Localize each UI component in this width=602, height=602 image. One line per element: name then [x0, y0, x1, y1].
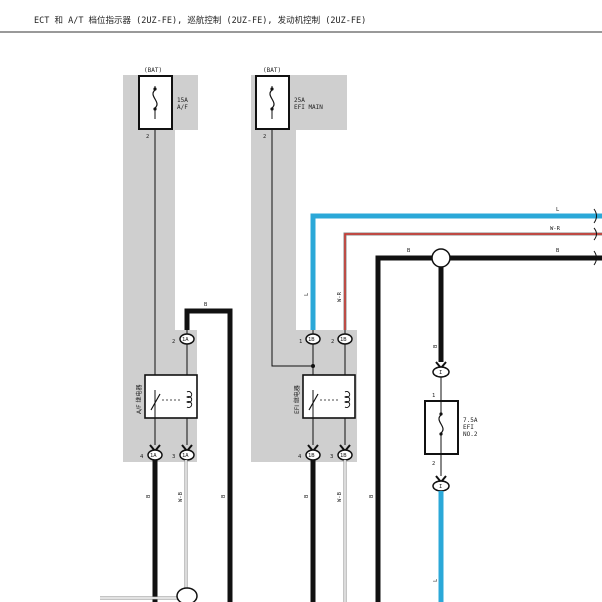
svg-text:2: 2 [432, 461, 435, 467]
wire-break-l [593, 208, 597, 224]
svg-text:1B: 1B [340, 337, 347, 343]
svg-text:L: L [433, 578, 439, 582]
svg-text:4: 4 [298, 454, 302, 460]
svg-text:3: 3 [172, 454, 175, 460]
svg-text:B: B [433, 344, 439, 348]
svg-text:I: I [439, 484, 442, 490]
efi-relay-label: EFI 继电器 [293, 385, 301, 414]
af-fuse-rating: 15A [177, 97, 188, 104]
svg-text:1A: 1A [182, 337, 189, 343]
svg-text:1A: 1A [182, 453, 189, 459]
svg-text:B: B [369, 494, 375, 498]
af-fuse-box [138, 75, 173, 130]
efi-junction-shade [251, 75, 357, 462]
efi-no2-fuse-name2: NO.2 [463, 431, 478, 438]
af-junction-shade [123, 75, 198, 462]
svg-text:1: 1 [299, 339, 302, 345]
bottom-splice [176, 587, 198, 602]
svg-text:4: 4 [140, 454, 144, 460]
svg-text:B: B [407, 248, 411, 254]
efi-main-fuse-rating: 25A [294, 97, 305, 104]
trunk-splice [431, 248, 451, 268]
af-relay-switch-icon [150, 393, 161, 411]
efi-relay-switch-icon [308, 393, 319, 411]
efi-relay-connector-pin1 [305, 333, 321, 345]
svg-text:1B: 1B [308, 337, 315, 343]
af-fuse-pin: 2 [146, 134, 149, 140]
efi-relay-connector-pin2 [337, 333, 353, 345]
wire-break-b [593, 250, 597, 266]
page-title: ECT 和 A/T 档位指示器 (2UZ-FE), 巡航控制 (2UZ-FE),… [34, 15, 366, 26]
af-fuse-icon [152, 89, 158, 109]
af-relay-coil-icon [186, 391, 193, 408]
svg-text:1B: 1B [308, 453, 315, 459]
efi-main-fuse-pin: 2 [263, 134, 266, 140]
main-b-trunk [375, 255, 602, 602]
svg-text:L: L [304, 292, 310, 296]
svg-text:B: B [304, 494, 310, 498]
efi-no2-fuse-icon [438, 414, 444, 434]
svg-text:I: I [439, 370, 442, 376]
svg-text:1: 1 [432, 393, 435, 399]
af-relay-feed-color: B [204, 302, 208, 308]
svg-text:3: 3 [330, 454, 333, 460]
svg-text:2: 2 [331, 339, 334, 345]
af-relay-feed-wire [184, 308, 233, 602]
efi-main-fuse-name: EFI MAIN [294, 104, 323, 111]
wr-wire-label: W-R [550, 226, 561, 232]
wire-break-wr [593, 227, 597, 241]
svg-text:1B: 1B [340, 453, 347, 459]
efi-relay-wr-wire [344, 233, 602, 330]
efi-main-fuse-icon [269, 89, 275, 109]
svg-text:B: B [146, 494, 152, 498]
efi-main-fuse-box [255, 75, 290, 130]
efi-no2-fuse-rating: 7.5A [463, 417, 478, 424]
af-relay-connector-top [179, 333, 195, 345]
svg-text:B: B [221, 494, 227, 498]
svg-text:W-B: W-B [337, 491, 343, 502]
efi-no2-fuse-name: EFI [463, 424, 474, 431]
efi-main-wire [271, 129, 313, 367]
svg-text:2: 2 [172, 339, 175, 345]
af-fuse-name: A/F [177, 104, 188, 111]
svg-text:B: B [556, 248, 560, 254]
af-relay-label: A/F 继电器 [135, 385, 143, 415]
svg-text:W-R: W-R [337, 291, 343, 302]
efi-relay-coil-icon [344, 391, 351, 408]
l-wire-label: L [556, 207, 560, 213]
efi-main-fuse-source: (BAT) [263, 67, 281, 74]
svg-text:W-B: W-B [178, 491, 184, 502]
svg-text:1A: 1A [150, 453, 157, 459]
efi-relay-l-wire [310, 213, 602, 330]
af-fuse-source: (BAT) [144, 67, 162, 74]
